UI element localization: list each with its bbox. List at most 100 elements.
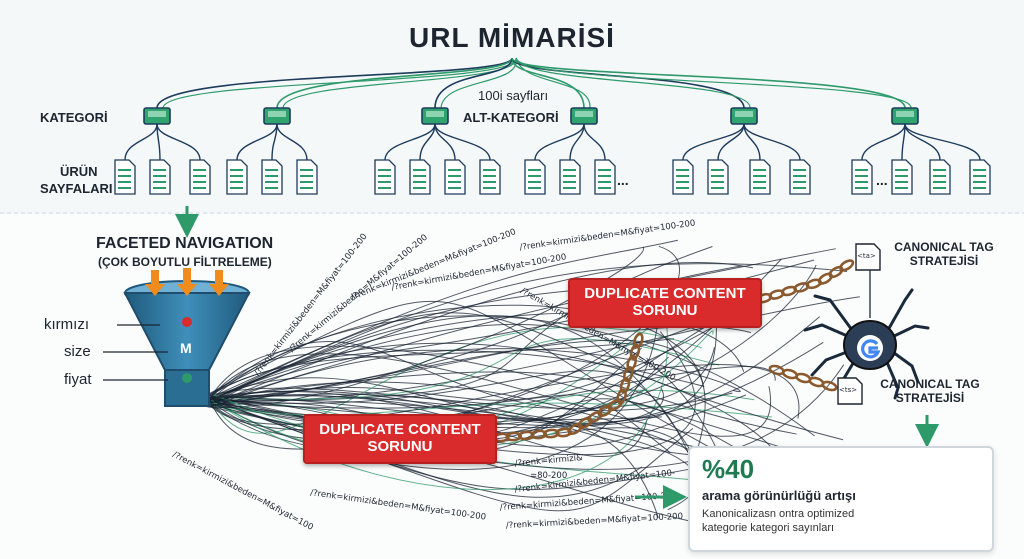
tree-link — [569, 123, 585, 161]
category-box-screen — [148, 111, 166, 117]
duplicate-content-alert: DUPLICATE CONTENT SORUNU — [303, 414, 497, 464]
product-page-icon — [524, 159, 546, 195]
product-page-icon — [707, 159, 729, 195]
chain-link — [567, 422, 583, 436]
url-strand — [205, 396, 662, 421]
product-page-icon — [749, 159, 771, 195]
product-page-icon — [444, 159, 466, 195]
tree-link — [156, 123, 201, 161]
url-strand — [206, 301, 812, 502]
alert-line2: SORUNU — [367, 438, 433, 455]
tree-link — [717, 123, 745, 161]
product-page-icon — [891, 159, 913, 195]
url-strand — [207, 246, 644, 408]
ellipsis: ... — [617, 172, 629, 188]
tree-link — [276, 57, 513, 109]
result-headline: arama görünürlüğü artışı — [702, 488, 856, 503]
hierarchy-connectors — [124, 57, 981, 161]
canonical-line1: CANONICAL TAG — [894, 240, 994, 254]
tree-link — [583, 123, 606, 161]
url-parameter-text: /?renk=kirmizi&beden=M&fiyat=100-200 — [506, 512, 684, 531]
chain-link — [587, 410, 603, 424]
tree-link — [384, 123, 436, 161]
result-desc-line1: Kanonicalizasn ontra optimized — [702, 508, 855, 520]
tree-link — [511, 57, 906, 109]
product-page-icon — [261, 159, 283, 195]
tree-link — [124, 123, 158, 161]
category-box-screen — [426, 111, 444, 117]
url-parameter-text: /?renk=kirmizi& — [514, 453, 583, 469]
result-percent: %40 — [702, 454, 755, 484]
url-parameter-text: /?renk=kirmizi&beden=M&fiyat=100-200 — [310, 488, 487, 523]
tree-link — [276, 123, 308, 161]
product-page-icon — [929, 159, 951, 195]
faceted-subtitle: (ÇOK BOYUTLU FİLTRELEME) — [98, 255, 272, 269]
tree-link — [515, 57, 751, 109]
chain-link — [817, 272, 833, 285]
canonical-line1: CANONICAL TAG — [880, 377, 980, 391]
tree-link — [511, 57, 585, 109]
chain-link — [633, 332, 644, 349]
chain-link — [781, 368, 799, 380]
url-parameter-text: =80-200 — [530, 471, 567, 481]
chain-link — [597, 404, 613, 418]
url-strand — [211, 341, 824, 424]
filter-connectors — [103, 324, 168, 381]
tree-link — [743, 123, 801, 161]
canonical-title-bottom: CANONICAL TAG STRATEJİSİ — [870, 377, 990, 405]
product-label-line1: ÜRÜN — [60, 164, 98, 179]
pages-note: 100i sayfları — [478, 88, 549, 103]
tree-link — [861, 123, 906, 161]
canonical-tag-label: <ts> — [839, 386, 858, 394]
chain-link — [555, 427, 573, 438]
url-strand — [213, 338, 720, 400]
chain-link — [629, 343, 641, 360]
chain-link — [530, 429, 548, 440]
filter-price-label: fiyat — [64, 371, 92, 388]
alert-line2: SORUNU — [632, 302, 698, 319]
chain-link — [517, 430, 535, 441]
product-page-icon — [114, 159, 136, 195]
chain-link — [828, 265, 844, 279]
chain-link — [542, 428, 560, 439]
url-strand — [213, 348, 741, 407]
url-parameter-text: /?renk=kirmizi&beden=M&fiyat=100-200 — [519, 218, 696, 253]
canonical-title-top: CANONICAL TAG STRATEJİSİ — [884, 240, 1004, 268]
alert-line1: DUPLICATE CONTENT — [584, 285, 746, 302]
canonical-tag-doc-icon — [855, 243, 881, 271]
page-title: URL MİMARİSİ — [409, 22, 615, 53]
tree-link — [434, 123, 491, 161]
url-strand — [209, 399, 643, 498]
product-page-icon — [969, 159, 991, 195]
category-box-screen — [575, 111, 593, 117]
category-label: KATEGORİ — [40, 110, 108, 125]
chain-link — [626, 354, 637, 372]
url-strand — [206, 248, 836, 405]
filter-size-label: size — [64, 343, 91, 360]
category-box-screen — [735, 111, 753, 117]
url-strand — [209, 316, 821, 425]
product-page-icon — [479, 159, 501, 195]
duplicate-content-alert: DUPLICATE CONTENT SORUNU — [568, 278, 762, 328]
chain-link — [616, 388, 627, 405]
category-box-screen — [896, 111, 914, 117]
funnel-letter: M — [180, 340, 192, 356]
result-card: %40 arama görünürlüğü artışı Kanonicaliz… — [688, 446, 994, 552]
url-strand — [205, 323, 748, 538]
category-nodes — [143, 107, 919, 125]
tree-link — [904, 123, 981, 161]
chain-link — [623, 365, 634, 383]
product-page-icon — [672, 159, 694, 195]
product-page-icon — [374, 159, 396, 195]
faceted-title: FACETED NAVIGATION — [96, 235, 274, 252]
chain-link — [607, 398, 623, 412]
chain-link — [619, 377, 631, 394]
url-strand — [205, 370, 721, 534]
url-strand — [207, 394, 671, 454]
alert-line1: DUPLICATE CONTENT — [319, 421, 481, 438]
chain-link — [839, 259, 855, 272]
tree-link — [440, 57, 517, 109]
product-pages — [114, 159, 991, 195]
canonical-line2: STRATEJİSİ — [909, 254, 979, 268]
